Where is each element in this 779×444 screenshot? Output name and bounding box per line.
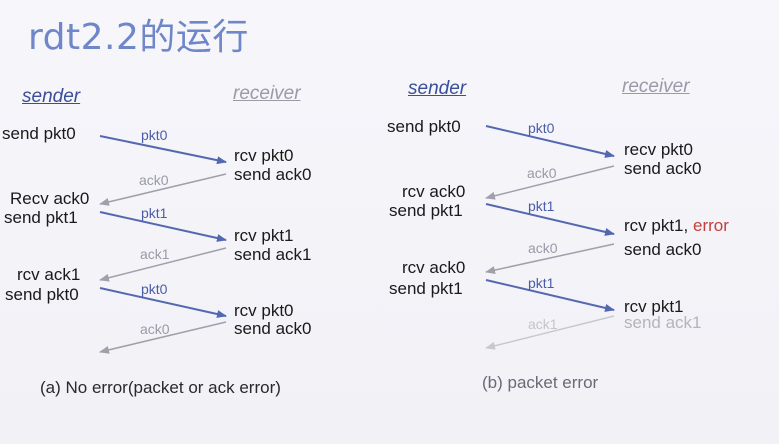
- a-receiver-label: send ack0: [234, 165, 312, 184]
- a-receiver-header: receiver: [233, 83, 301, 104]
- b-msg-label-ack: ack0: [527, 165, 557, 181]
- arrow-b-pkt1: [485, 203, 615, 236]
- b-sender-header: sender: [408, 78, 467, 99]
- a-msg-label-ack: ack0: [139, 172, 169, 188]
- b-sender-label: send pkt1: [389, 279, 463, 298]
- b-receiver-label-rcv-pkt1: rcv pkt1, error: [624, 216, 729, 235]
- a-sender-label: Recv ack0: [10, 189, 90, 208]
- a-sender-label: send pkt0: [2, 124, 76, 143]
- slide-title: rdt2.2的运行: [28, 17, 249, 58]
- a-sender-label: send pkt0: [5, 285, 79, 304]
- b-receiver-label: send ack0: [624, 159, 702, 178]
- b-receiver-label-faint: send ack1: [624, 313, 702, 332]
- arrow-a-pkt0-2: [99, 287, 227, 318]
- b-sender-label: rcv ack0: [402, 258, 466, 277]
- b-msg-label-pkt: pkt1: [528, 275, 555, 291]
- a-msg-label-pkt: pkt0: [141, 281, 168, 297]
- a-caption: (a) No error(packet or ack error): [40, 378, 281, 397]
- b-msg-label-pkt: pkt1: [528, 198, 555, 214]
- a-receiver-label: send ack0: [234, 319, 312, 338]
- a-msg-label-ack: ack0: [140, 321, 170, 337]
- b-receiver-label: rcv pkt1: [624, 297, 684, 316]
- arrow-a-ack1: [99, 247, 227, 282]
- a-receiver-label: send ack1: [234, 245, 312, 264]
- b-caption: (b) packet error: [482, 373, 599, 392]
- b-sender-label: send pkt1: [389, 201, 463, 220]
- a-sender-label: send pkt1: [4, 208, 78, 227]
- a-receiver-label: rcv pkt1: [234, 226, 294, 245]
- a-sender-header: sender: [22, 86, 81, 107]
- b-sender-label: rcv ack0: [402, 182, 466, 201]
- arrow-a-ack0-2: [99, 321, 227, 354]
- arrow-b-ack0: [485, 165, 615, 200]
- a-msg-label-pkt: pkt0: [141, 127, 168, 143]
- b-receiver-label: send ack0: [624, 240, 702, 259]
- arrow-b-pkt0: [485, 125, 615, 158]
- error-label: error: [692, 216, 729, 235]
- b-sender-label: send pkt0: [387, 117, 461, 136]
- arrow-a-pkt0: [99, 135, 227, 165]
- arrow-a-ack0: [99, 173, 227, 206]
- arrow-a-pkt1: [99, 211, 227, 242]
- a-msg-label-ack: ack1: [140, 246, 170, 262]
- b-receiver-header: receiver: [622, 76, 690, 97]
- b-msg-label-ack: ack0: [528, 240, 558, 256]
- a-msg-label-pkt: pkt1: [141, 205, 168, 221]
- arrow-b-ack1: [485, 315, 615, 350]
- b-msg-label-pkt: pkt0: [528, 120, 555, 136]
- a-receiver-label: rcv pkt0: [234, 146, 294, 165]
- b-msg-label-ack-faint: ack1: [528, 316, 558, 332]
- arrow-b-ack0-2: [485, 243, 615, 274]
- b-receiver-label: recv pkt0: [624, 140, 693, 159]
- arrow-b-pkt1-2: [485, 279, 615, 312]
- a-receiver-label: rcv pkt0: [234, 301, 294, 320]
- b-receiver-rcv-pkt1-text: rcv pkt1,: [624, 216, 689, 235]
- a-sender-label: rcv ack1: [17, 265, 81, 284]
